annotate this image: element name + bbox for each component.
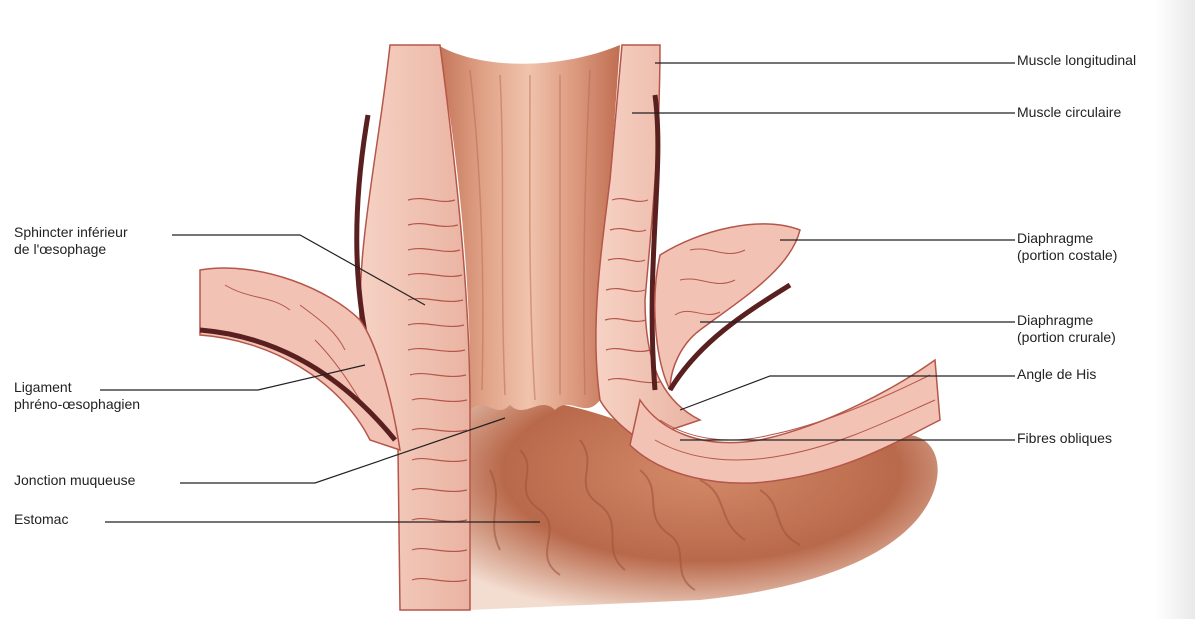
label-diaphragme-crural-line2: (portion crurale) bbox=[1017, 329, 1116, 346]
label-estomac: Estomac bbox=[14, 511, 68, 528]
right-diaphragm bbox=[655, 224, 800, 390]
label-muscle-circulaire: Muscle circulaire bbox=[1017, 104, 1121, 121]
label-diaphragme-costal-line2: (portion costale) bbox=[1017, 247, 1117, 264]
label-ligament: Ligament phréno-œsophagien bbox=[14, 379, 140, 413]
label-jonction: Jonction muqueuse bbox=[14, 472, 135, 489]
label-diaphragme-crural-line1: Diaphragme bbox=[1017, 312, 1116, 329]
label-sphincter-line1: Sphincter inférieur bbox=[14, 224, 128, 241]
label-sphincter-line2: de l'œsophage bbox=[14, 241, 128, 258]
label-ligament-line1: Ligament bbox=[14, 379, 140, 396]
label-angle-his: Angle de His bbox=[1017, 366, 1096, 383]
label-diaphragme-crural: Diaphragme (portion crurale) bbox=[1017, 312, 1116, 346]
label-ligament-line2: phréno-œsophagien bbox=[14, 396, 140, 413]
label-fibres-obliques: Fibres obliques bbox=[1017, 430, 1112, 447]
label-diaphragme-costal-line1: Diaphragme bbox=[1017, 230, 1117, 247]
leader-angle-his bbox=[680, 376, 1015, 410]
label-muscle-longitudinal: Muscle longitudinal bbox=[1017, 52, 1136, 69]
label-diaphragme-costal: Diaphragme (portion costale) bbox=[1017, 230, 1117, 264]
right-edge-shade bbox=[1155, 0, 1195, 619]
label-sphincter: Sphincter inférieur de l'œsophage bbox=[14, 224, 128, 258]
